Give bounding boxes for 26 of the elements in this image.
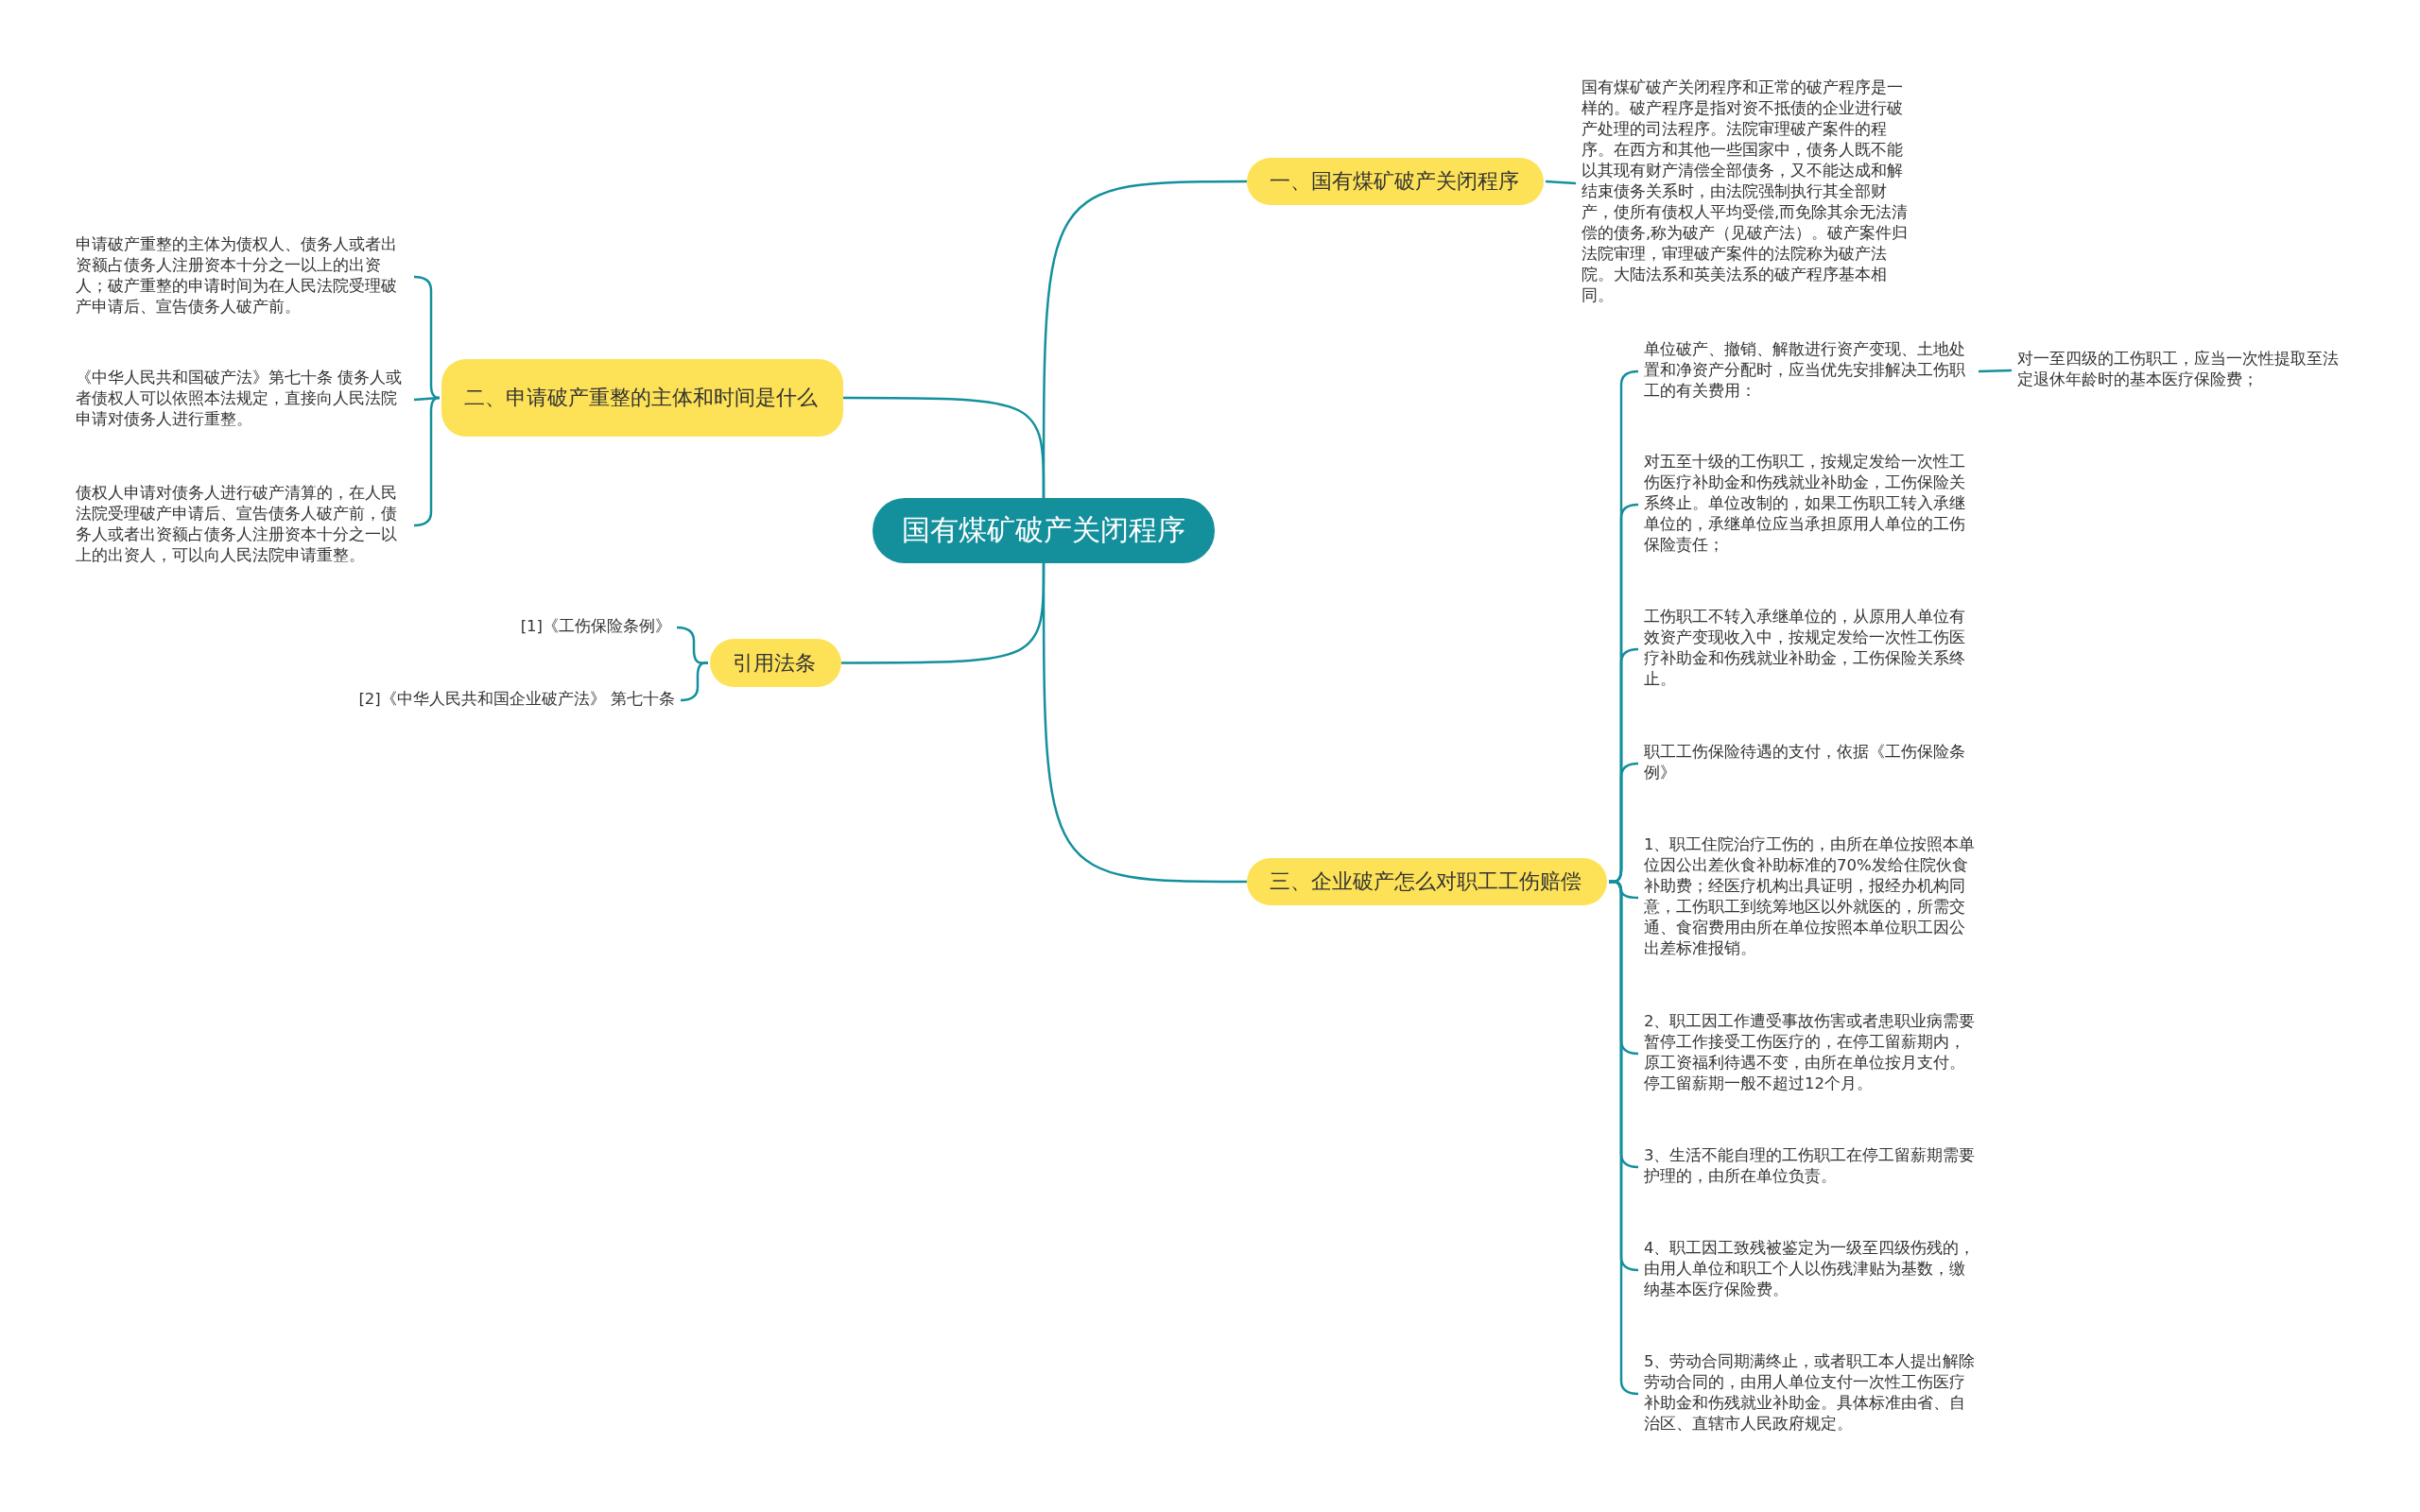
note-text: 1、职工住院治疗工伤的，由所在单位按照本单位因公出差伙食补助标准的70%发给住院伙食补助费；经医疗机构出具证明，报经办机构同意，工伤职工到统筹地区以外就医的，所需交通、食宿费用由所在单位按照本单位职工因公出差标准报销。 — [1644, 834, 1977, 959]
note-text: 对五至十级的工伤职工，按规定发给一次性工伤医疗补助金和伤残就业补助金，工伤保险关系终止。单位改制的，如果工伤职工转入承继单位的，承继单位应当承担原用人单位的工伤保险责任； — [1644, 452, 1977, 556]
note-text: 2、职工因工作遭受事故伤害或者患职业病需要暂停工作接受工伤医疗的，在停工留薪期内，原工资福利待遇不变，由所在单位按月支付。停工留薪期一般不超过12个月。 — [1644, 1011, 1977, 1094]
topic-pill: 一、国有煤矿破产关闭程序 — [1247, 158, 1544, 205]
citation-text: [2]《中华人民共和国企业破产法》 第七十条 — [312, 689, 675, 710]
note-text: 4、职工因工致残被鉴定为一级至四级伤残的，由用人单位和职工个人以伤残津贴为基数，缴纳基本医疗保险费。 — [1644, 1238, 1977, 1300]
connector-line — [1978, 369, 2013, 373]
note-text: 5、劳动合同期满终止，或者职工本人提出解除劳动合同的，由用人单位支付一次性工伤医疗补助金和伤残就业补助金。具体标准由省、自治区、直辖市人民政府规定。 — [1644, 1351, 1977, 1435]
note-text: 申请破产重整的主体为债权人、债务人或者出资额占债务人注册资本十分之一以上的出资人；破产重整的申请时间为在人民法院受理破产申请后、宣告债务人破产前。 — [76, 234, 408, 318]
note-text: 工伤职工不转入承继单位的，从原用人单位有效资产变现收入中，按规定发给一次性工伤医疗补助金和伤残就业补助金，工伤保险关系终止。 — [1644, 607, 1977, 690]
connector-line — [1545, 180, 1577, 185]
topic-pill: 二、申请破产重整的主体和时间是什么 — [441, 359, 843, 437]
connector-line — [843, 396, 1046, 498]
note-text: 国有煤矿破产关闭程序和正常的破产程序是一样的。破产程序是指对资不抵债的企业进行破产处理的司法程序。法院审理破产案件的程序。在西方和其他一些国家中，债务人既不能以其现有财产清偿全部债务，又不能达成和解结束债务关系时，由法院强制执行其全部财产，使所有债权人平均受偿,而免除其余无法清偿的债务,称为破产（见破产法）。破产案件归法院审理，审理破产案件的法院称为破产法院。大陆法系和英美法系的破产程序基本相同。 — [1582, 77, 1918, 306]
connector-line — [1042, 563, 1247, 884]
note-text: 对一至四级的工伤职工，应当一次性提取至法定退休年龄时的基本医疗保险费； — [2017, 349, 2350, 390]
topic-pill: 三、企业破产怎么对职工工伤赔偿 — [1247, 858, 1607, 905]
note-text: 3、生活不能自理的工伤职工在停工留薪期需要护理的，由所在单位负责。 — [1644, 1145, 1977, 1187]
note-text: 债权人申请对债务人进行破产清算的，在人民法院受理破产申请后、宣告债务人破产前，债务人或者出资额占债务人注册资本十分之一以上的出资人，可以向人民法院申请重整。 — [76, 483, 408, 566]
note-text: 单位破产、撤销、解散进行资产变现、土地处置和净资产分配时，应当优先安排解决工伤职工的有关费用： — [1644, 339, 1977, 402]
central-topic: 国有煤矿破产关闭程序 — [873, 498, 1215, 563]
note-text: 《中华人民共和国破产法》第七十条 债务人或者债权人可以依照本法规定，直接向人民法院申请对债务人进行重整。 — [76, 368, 408, 430]
topic-pill: 引用法条 — [710, 639, 841, 687]
connector-line — [680, 662, 708, 702]
note-text: 职工工伤保险待遇的支付，依据《工伤保险条例》 — [1644, 742, 1977, 783]
citation-text: [1]《工伤保险条例》 — [444, 616, 671, 637]
